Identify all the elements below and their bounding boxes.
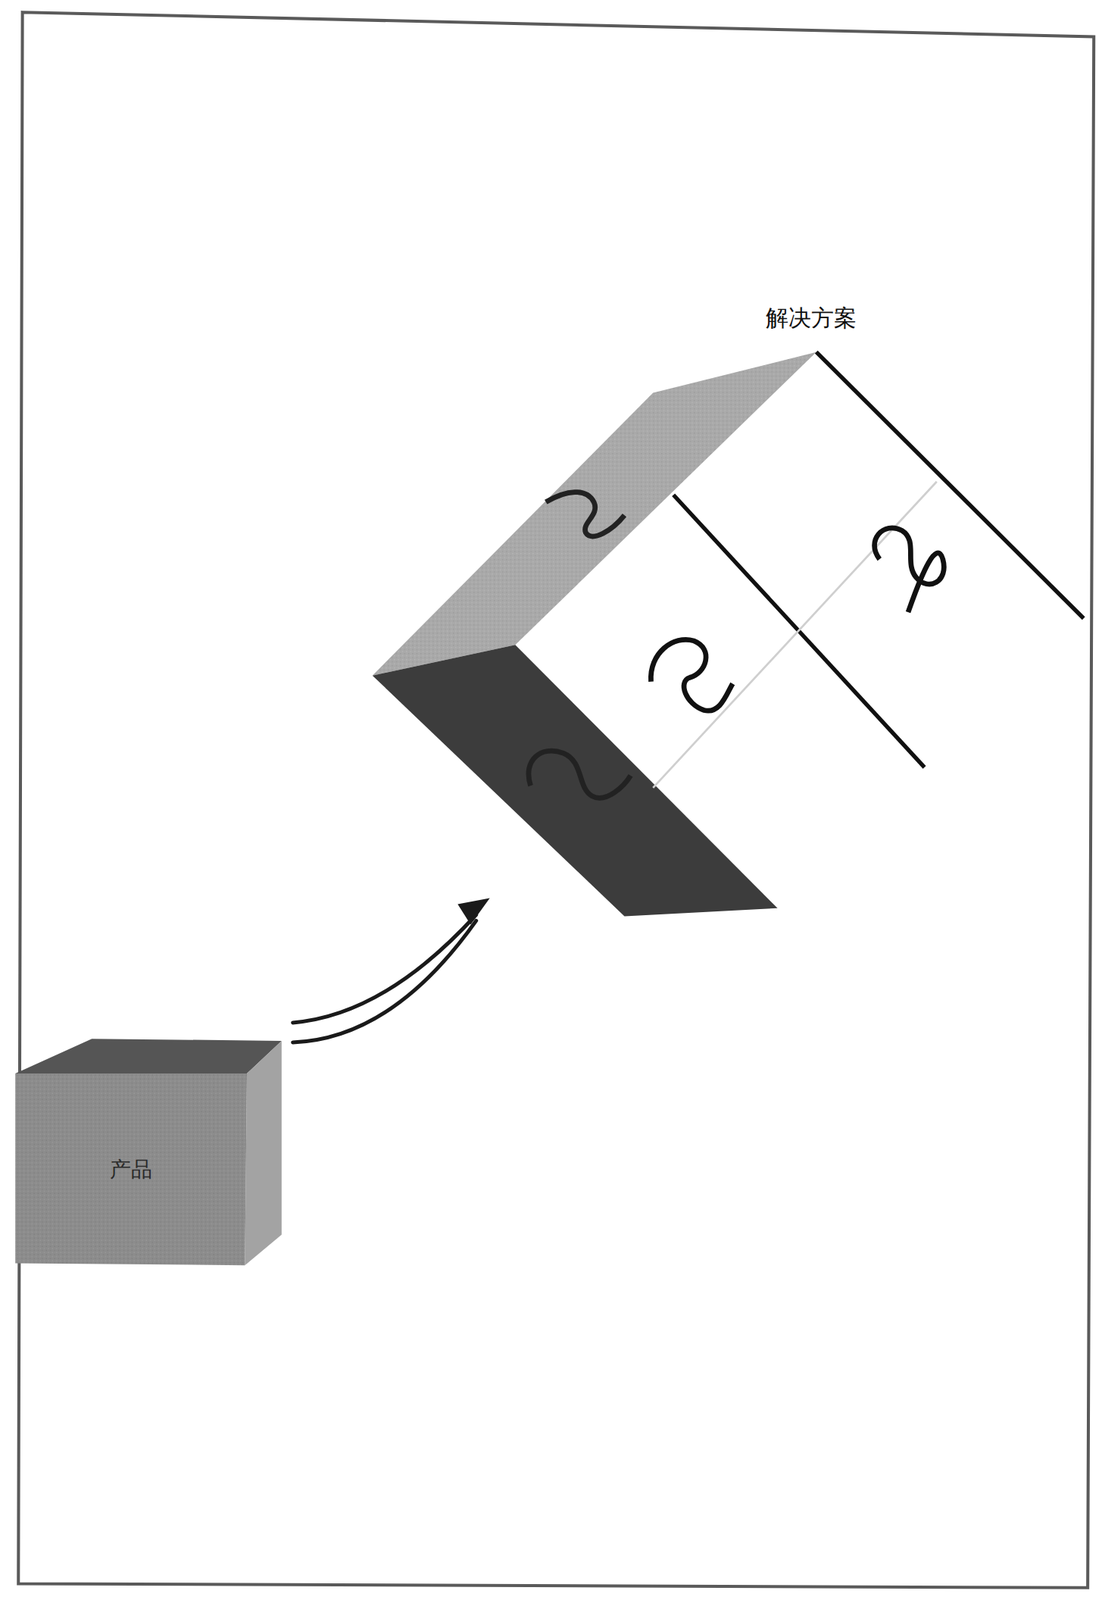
puzzle-knob	[650, 639, 733, 711]
page-frame	[18, 12, 1094, 1588]
puzzle-knob	[546, 492, 625, 537]
solution-label: 解决方案	[765, 302, 857, 335]
block-top-face	[372, 352, 817, 676]
product-cube: 产品	[15, 1073, 247, 1265]
block-edge-line	[816, 352, 1084, 619]
puzzle-knob	[528, 750, 631, 798]
puzzle-knob	[874, 527, 945, 612]
cube-side	[244, 1040, 282, 1265]
arrow-stroke	[293, 914, 477, 1023]
solution-block: 解决方案	[372, 305, 1084, 918]
cube-top	[15, 1038, 282, 1074]
arrow-head	[457, 898, 490, 925]
product-label: 产品	[109, 1155, 153, 1184]
block-dark-face	[372, 644, 778, 916]
arrow-stroke	[293, 920, 477, 1043]
flow-arrow	[293, 898, 491, 1043]
cube-front	[15, 1073, 247, 1265]
